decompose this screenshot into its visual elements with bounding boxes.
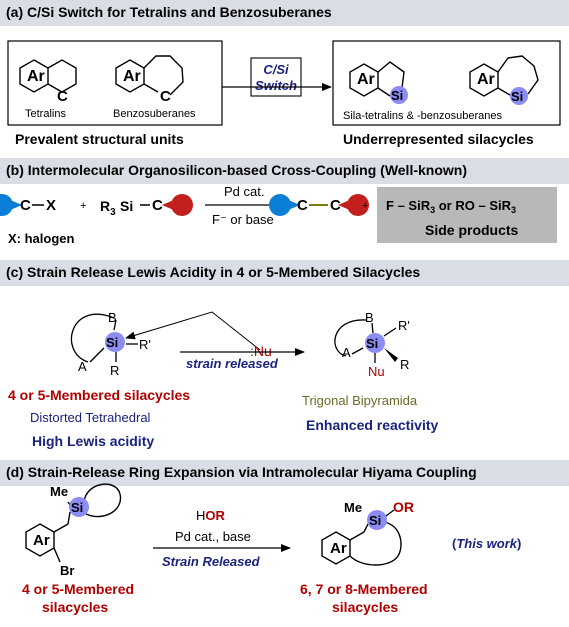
- c-left-b: B: [108, 310, 117, 325]
- d-reagent-hor: HOR: [196, 508, 226, 523]
- prevalent-units-label: Prevalent structural units: [15, 131, 184, 147]
- si-atom-highlight-icon: [69, 497, 89, 517]
- d-right-caption-2: silacycles: [332, 599, 398, 615]
- benzosuberanes-label: Benzosuberanes: [113, 108, 196, 120]
- b-product-c-right: C: [330, 197, 341, 214]
- section-d: Si Me Ar Br HOR Pd cat., base Strain Rel…: [22, 483, 521, 615]
- side-products-formula: F – SiR3 or RO – SiR3: [386, 198, 516, 215]
- sila-benzosuberane-structure: [469, 55, 539, 97]
- si-atom-highlight-icon: [510, 87, 528, 105]
- prevalent-units-box: [7, 40, 223, 126]
- c-right-nu: Nu: [368, 364, 385, 379]
- c-right-si: Si: [366, 336, 378, 351]
- tetralin-structure: [19, 59, 77, 93]
- section-c-title: (c) Strain Release Lewis Acidity in 4 or…: [6, 264, 421, 280]
- x-halogen-label: X: halogen: [8, 231, 75, 246]
- section-d-header: (d) Strain-Release Ring Expansion via In…: [0, 460, 569, 486]
- b-x: X: [46, 197, 56, 214]
- si-atom-highlight-icon: [390, 86, 408, 104]
- d-left-br: Br: [60, 563, 74, 578]
- pd-cat-label: Pd cat.: [224, 184, 264, 199]
- high-lewis-acidity-label: High Lewis acidity: [32, 433, 154, 449]
- tetralin-c-label: C: [57, 88, 68, 105]
- side-products-label: Side products: [425, 222, 519, 238]
- b-plus-2: +: [362, 200, 368, 212]
- section-c-header: (c) Strain Release Lewis Acidity in 4 or…: [0, 260, 569, 286]
- f-or-base-label: F⁻ or base: [212, 212, 274, 227]
- trigonal-bipyramida-label: Trigonal Bipyramida: [302, 393, 418, 408]
- b-si: Si: [120, 198, 133, 214]
- section-b-header: (b) Intermolecular Organosilicon-based C…: [0, 158, 569, 184]
- b-product-c-left: C: [297, 197, 308, 214]
- si-atom-highlight-icon: [367, 510, 387, 530]
- sila-benzosuberane-si-label: Si: [511, 89, 523, 104]
- c-left-a: A: [78, 359, 87, 374]
- d-right-or: OR: [393, 499, 414, 515]
- d-right-si: Si: [369, 513, 381, 528]
- c-right-r: R: [400, 357, 409, 372]
- c-right-a: A: [342, 345, 351, 360]
- pacman-blue-icon: [0, 194, 22, 216]
- benzosuberane-structure: [115, 55, 184, 96]
- nu-attack-arrow: [125, 311, 261, 351]
- four-five-membered-label: 4 or 5-Membered silacycles: [8, 387, 190, 403]
- pacman-red-icon: [162, 194, 194, 216]
- c-left-si: Si: [106, 335, 118, 350]
- b-c-left: C: [20, 197, 31, 214]
- sila-tetralin-si-label: Si: [391, 88, 403, 103]
- d-left-caption-1: 4 or 5-Membered: [22, 581, 134, 597]
- c-right-b: B: [365, 310, 374, 325]
- d-right-caption-1: 6, 7 or 8-Membered: [300, 581, 428, 597]
- d-right-me: Me: [344, 500, 362, 515]
- d-left-ar: Ar: [33, 532, 50, 549]
- benzosuberane-c-label: C: [160, 88, 171, 105]
- pacman-red-icon: [338, 193, 370, 216]
- pacman-blue-icon: [268, 193, 300, 216]
- tetralins-label: Tetralins: [25, 108, 66, 120]
- d-right-ar: Ar: [330, 540, 347, 557]
- section-c: B A Si R' R :Nu strain released B A Si R…: [8, 310, 438, 449]
- sila-tetralin-ar-label: Ar: [357, 71, 375, 88]
- c-left-rprime: R': [139, 337, 151, 352]
- si-atom-highlight-icon: [105, 332, 125, 352]
- side-products-box: [377, 187, 557, 243]
- b-plus-1: +: [80, 200, 86, 212]
- silacycles-box: [332, 40, 561, 126]
- section-d-title: (d) Strain-Release Ring Expansion via In…: [6, 464, 477, 480]
- c-right-rprime: R': [398, 318, 410, 333]
- d-left-caption-2: silacycles: [42, 599, 108, 615]
- distorted-tetrahedral-label: Distorted Tetrahedral: [30, 410, 151, 425]
- d-left-me: Me: [50, 484, 68, 499]
- switch-text-line2: Switch: [255, 78, 297, 93]
- sila-tetralin-structure: [349, 61, 405, 97]
- benzosuberane-ar-label: Ar: [123, 68, 141, 85]
- this-work-label: (This work): [452, 536, 521, 551]
- underrepresented-label: Underrepresented silacycles: [343, 131, 534, 147]
- section-a-title: (a) C/Si Switch for Tetralins and Benzos…: [6, 4, 332, 20]
- si-atom-highlight-icon: [365, 333, 385, 353]
- d-strain-released: Strain Released: [162, 554, 261, 569]
- enhanced-reactivity-label: Enhanced reactivity: [306, 417, 438, 433]
- c-left-r: R: [110, 363, 119, 378]
- c-nu-colon: :Nu: [250, 343, 272, 359]
- d-pd-base-label: Pd cat., base: [175, 529, 251, 544]
- section-a-header: (a) C/Si Switch for Tetralins and Benzos…: [0, 0, 569, 26]
- section-a: Ar C Tetralins Ar C Benzosuberanes C/Si …: [7, 40, 561, 147]
- section-b-title: (b) Intermolecular Organosilicon-based C…: [6, 162, 467, 178]
- sila-label: Sila-tetralins & -benzosuberanes: [343, 110, 502, 122]
- c-strain-released: strain released: [186, 356, 279, 371]
- switch-box: [250, 57, 302, 97]
- b-r3: R3: [100, 198, 116, 218]
- d-left-si: Si: [71, 500, 83, 515]
- section-b: C X + R3 Si C X: halogen Pd cat. F⁻ or b…: [0, 184, 557, 246]
- switch-text-line1: C/Si: [263, 62, 289, 77]
- tetralin-ar-label: Ar: [27, 68, 45, 85]
- b-c-right: C: [152, 197, 163, 214]
- sila-benzosuberane-ar-label: Ar: [477, 71, 495, 88]
